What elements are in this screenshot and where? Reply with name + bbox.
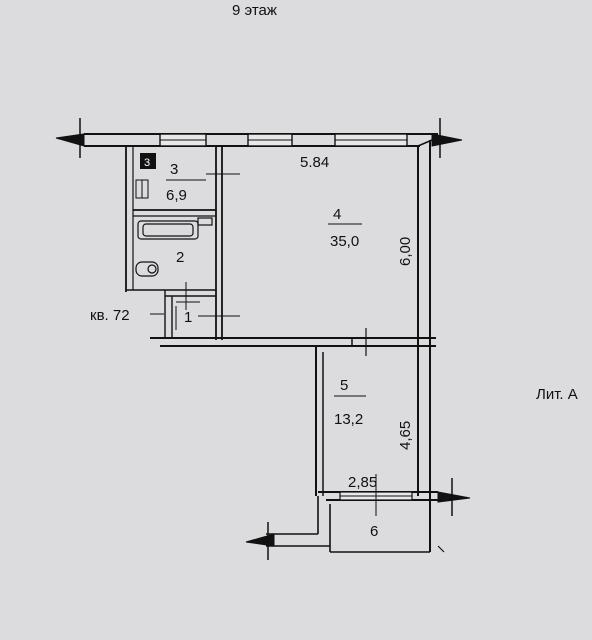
room-3-area: 6,9: [166, 187, 187, 204]
dimension-top-width: 5.84: [300, 154, 329, 171]
dimension-right-lower: 4,65: [397, 421, 414, 450]
dimension-right-upper: 6,00: [397, 237, 414, 266]
room-4-number: 4: [333, 206, 341, 223]
room-3-number: 3: [170, 161, 178, 178]
room-1-number: 1: [184, 309, 192, 326]
room-5-area: 13,2: [334, 411, 363, 428]
svg-text:3: 3: [144, 157, 150, 169]
lit-label: Лит. А: [536, 386, 578, 403]
toilet-icon: [135, 261, 159, 277]
bathtub-icon: [137, 217, 213, 240]
sink-icon: [135, 179, 149, 199]
floor-label: 9 этаж: [232, 2, 277, 19]
walls: [84, 133, 445, 553]
stove-icon: 3: [140, 153, 156, 169]
room-5-number: 5: [340, 377, 348, 394]
room-4-area: 35,0: [330, 233, 359, 250]
room-6-number: 6: [370, 523, 378, 540]
room-2-number: 2: [176, 249, 184, 266]
dimension-balcony-width: 2,85: [348, 474, 377, 491]
section-markers: [55, 118, 471, 560]
apartment-label: кв. 72: [90, 307, 130, 324]
